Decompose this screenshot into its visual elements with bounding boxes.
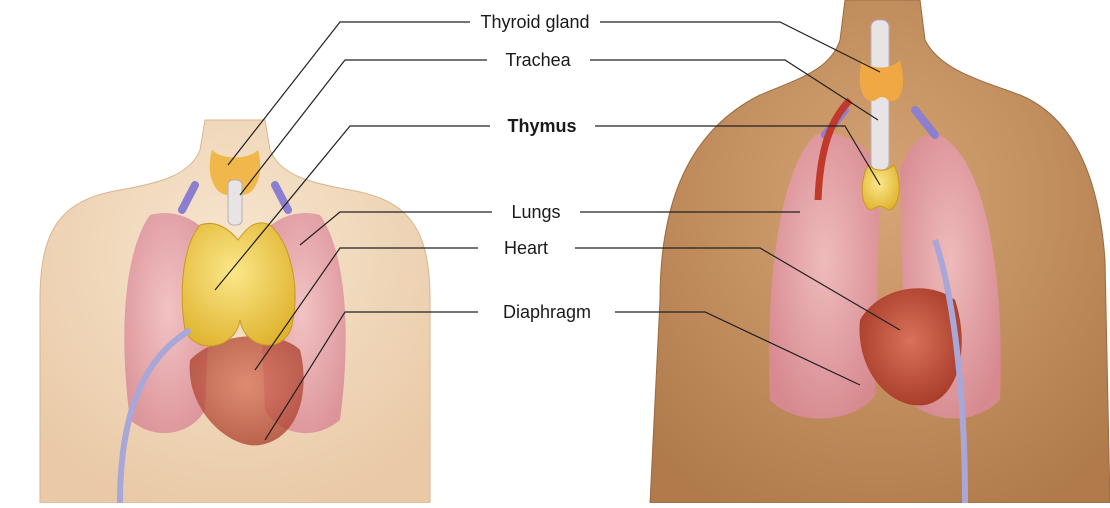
- label-heart: Heart: [504, 238, 548, 258]
- adult-torso: [650, 0, 1110, 503]
- child-trachea: [228, 180, 242, 225]
- label-thymus: Thymus: [507, 116, 576, 136]
- label-diaphragm: Diaphragm: [503, 302, 591, 322]
- label-lungs: Lungs: [511, 202, 560, 222]
- label-thyroid-gland: Thyroid gland: [480, 12, 589, 32]
- label-trachea: Trachea: [505, 50, 570, 70]
- adult-thymus: [862, 165, 899, 210]
